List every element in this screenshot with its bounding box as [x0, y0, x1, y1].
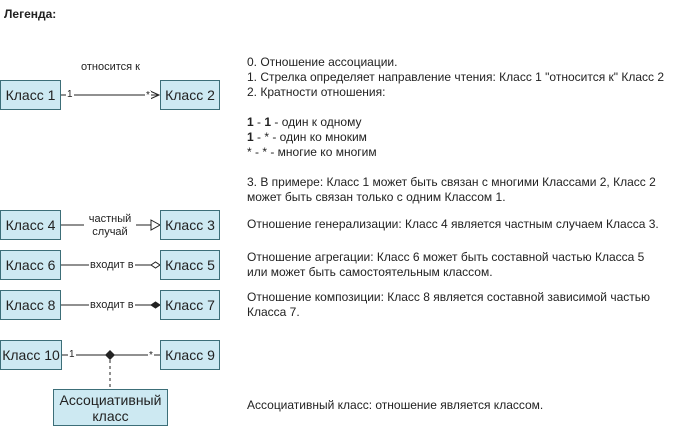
generalization-label: частный случай — [84, 213, 136, 239]
desc-line — [247, 160, 664, 175]
class-4-label: Класс 4 — [5, 217, 56, 233]
class-5-box[interactable]: Класс 5 — [160, 250, 220, 280]
desc-line: 1. Стрелка определяет направление чтения… — [247, 70, 665, 84]
mult-bold: 1 — [247, 130, 254, 144]
association-class-box[interactable]: Ассоциативный класс — [53, 389, 168, 426]
desc-line — [247, 100, 664, 115]
class-4-box[interactable]: Класс 4 — [0, 210, 61, 240]
class-5-label: Класс 5 — [165, 257, 215, 273]
mult-left: 1 — [66, 89, 74, 100]
association-description: 0. Отношение ассоциации. 1. Стрелка опре… — [247, 55, 664, 205]
desc-line: 2. Кратности отношения: — [247, 85, 386, 99]
desc-line: 3. В примере: Класс 1 может быть связан … — [247, 175, 656, 189]
mult-bold: 1 — [264, 115, 272, 129]
mult-right: * — [145, 90, 151, 101]
mult-row-2: 1 - * - один ко мноким — [247, 130, 664, 145]
composition-label: входит в — [89, 299, 135, 312]
mult-text: - — [253, 115, 265, 129]
class-3-box[interactable]: Класс 3 — [160, 210, 220, 240]
class-9-box[interactable]: Класс 9 — [160, 340, 220, 370]
class-7-box[interactable]: Класс 7 — [160, 290, 220, 320]
assoc-mult-right: * — [148, 350, 154, 361]
class-1-label: Класс 1 — [5, 87, 56, 103]
mult-bold: 1 — [247, 115, 254, 129]
mult-text: - * - один ко мноким — [253, 130, 367, 144]
open-arrow-head — [149, 90, 161, 100]
class-10-label: Класс 10 — [2, 347, 60, 363]
class-3-label: Класс 3 — [165, 217, 215, 233]
class-9-label: Класс 9 — [165, 347, 215, 363]
assoc-diamond — [105, 350, 115, 360]
class-7-label: Класс 7 — [165, 297, 215, 313]
class-6-label: Класс 6 — [5, 257, 56, 273]
filled-diamond-head — [150, 301, 161, 309]
mult-row-3: * - * - многие ко многим — [247, 145, 664, 160]
generalization-label-line2: случай — [92, 226, 128, 238]
generalization-label-line1: частный — [84, 213, 136, 226]
mult-text: - один к одному — [271, 115, 362, 129]
hollow-triangle-head — [150, 219, 162, 231]
class-2-label: Класс 2 — [165, 87, 215, 103]
class-8-box[interactable]: Класс 8 — [0, 290, 61, 320]
assoc-mult-left: 1 — [68, 349, 76, 360]
aggregation-description: Отношение агрегации: Класс 6 может быть … — [247, 250, 644, 280]
class-6-box[interactable]: Класс 6 — [0, 250, 61, 280]
mult-row-1: 1 - 1 - один к одному — [247, 115, 664, 130]
association-class-label-line1: Ассоциативный — [59, 391, 162, 408]
desc-line: может быть связан только с одним Классом… — [247, 190, 506, 204]
association-class-description: Ассоциативный класс: отношение является … — [247, 398, 544, 412]
aggregation-label: входит в — [89, 259, 135, 272]
association-label: относится к — [81, 61, 140, 73]
hollow-diamond-head — [150, 261, 161, 269]
desc-line: или может быть самостоятельным классом. — [247, 265, 493, 279]
class-2-box[interactable]: Класс 2 — [160, 80, 220, 110]
composition-description: Отношение композиции: Класс 8 является с… — [247, 290, 650, 320]
mult-text: * - * - многие ко многим — [247, 145, 377, 159]
desc-line: Класса 7. — [247, 305, 300, 319]
legend-title: Легенда: — [4, 7, 57, 21]
association-class-label-line2: класс — [92, 407, 129, 424]
class-8-label: Класс 8 — [5, 297, 56, 313]
desc-line: Отношение композиции: Класс 8 является с… — [247, 290, 650, 304]
generalization-description: Отношение генерализации: Класс 4 являетс… — [247, 217, 659, 231]
desc-line: Отношение агрегации: Класс 6 может быть … — [247, 250, 645, 264]
class-10-box[interactable]: Класс 10 — [0, 340, 62, 370]
desc-line: 0. Отношение ассоциации. — [247, 55, 398, 69]
class-1-box[interactable]: Класс 1 — [0, 80, 61, 110]
